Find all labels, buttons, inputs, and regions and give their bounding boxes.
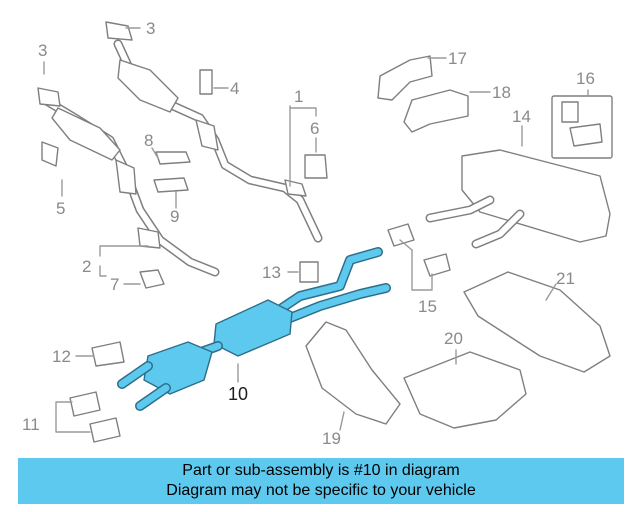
bracket-part-16b [569, 123, 603, 147]
callout-4: 4 [230, 79, 239, 98]
hanger-part-7 [139, 269, 165, 289]
leader-lines [43, 27, 589, 433]
callout-9: 9 [170, 207, 179, 226]
hanger-part-13 [299, 261, 319, 283]
callout-19: 19 [322, 429, 341, 448]
clamp-part-15b [423, 253, 451, 277]
clamp-part-15a [387, 223, 415, 247]
callout-2: 2 [82, 257, 91, 276]
clamp-part-11a [69, 391, 101, 417]
callout-7: 7 [110, 275, 119, 294]
bracket-part-16a [561, 101, 579, 123]
callout-5: 5 [56, 199, 65, 218]
callout-10: 10 [228, 384, 248, 404]
banner-line-2: Diagram may not be specific to your vehi… [166, 482, 476, 499]
callout-8: 8 [144, 131, 153, 150]
heat-shield-part-19 [305, 321, 401, 425]
callout-3b: 3 [38, 41, 47, 60]
bracket-part-6 [304, 154, 328, 179]
clamp-part-8 [155, 151, 191, 165]
callout-12: 12 [52, 347, 71, 366]
bracket-part-12 [91, 341, 125, 367]
rear-muffler-part-14 [461, 149, 611, 243]
callout-17: 17 [448, 49, 467, 68]
exhaust-tip-part-17 [377, 55, 433, 101]
callout-20: 20 [444, 329, 463, 348]
callout-13: 13 [262, 263, 281, 282]
clamp-part-11b [89, 417, 121, 443]
info-banner: Part or sub-assembly is #10 in diagram D… [18, 458, 624, 504]
callout-16: 16 [576, 69, 595, 88]
callout-1: 1 [294, 87, 303, 106]
callout-3a: 3 [146, 19, 155, 38]
callout-14: 14 [512, 107, 531, 126]
parts-diagram: 1 2 3 3 4 5 6 7 8 9 10 11 12 13 14 15 16… [22, 19, 613, 448]
callout-11: 11 [22, 415, 40, 434]
callout-6: 6 [310, 119, 319, 138]
banner-line-1: Part or sub-assembly is #10 in diagram [182, 462, 460, 479]
bracket-part-4 [199, 69, 213, 95]
callout-21: 21 [556, 269, 575, 288]
intermediate-pipe-part-10 [117, 247, 391, 411]
heat-shield-part-21 [463, 271, 611, 373]
exhaust-tip-part-18 [403, 89, 469, 133]
callout-18: 18 [492, 83, 511, 102]
heat-shield-part-20 [403, 351, 527, 429]
left-downpipe-assembly [37, 87, 220, 277]
callout-15: 15 [418, 297, 437, 316]
clamp-part-9 [153, 177, 189, 193]
